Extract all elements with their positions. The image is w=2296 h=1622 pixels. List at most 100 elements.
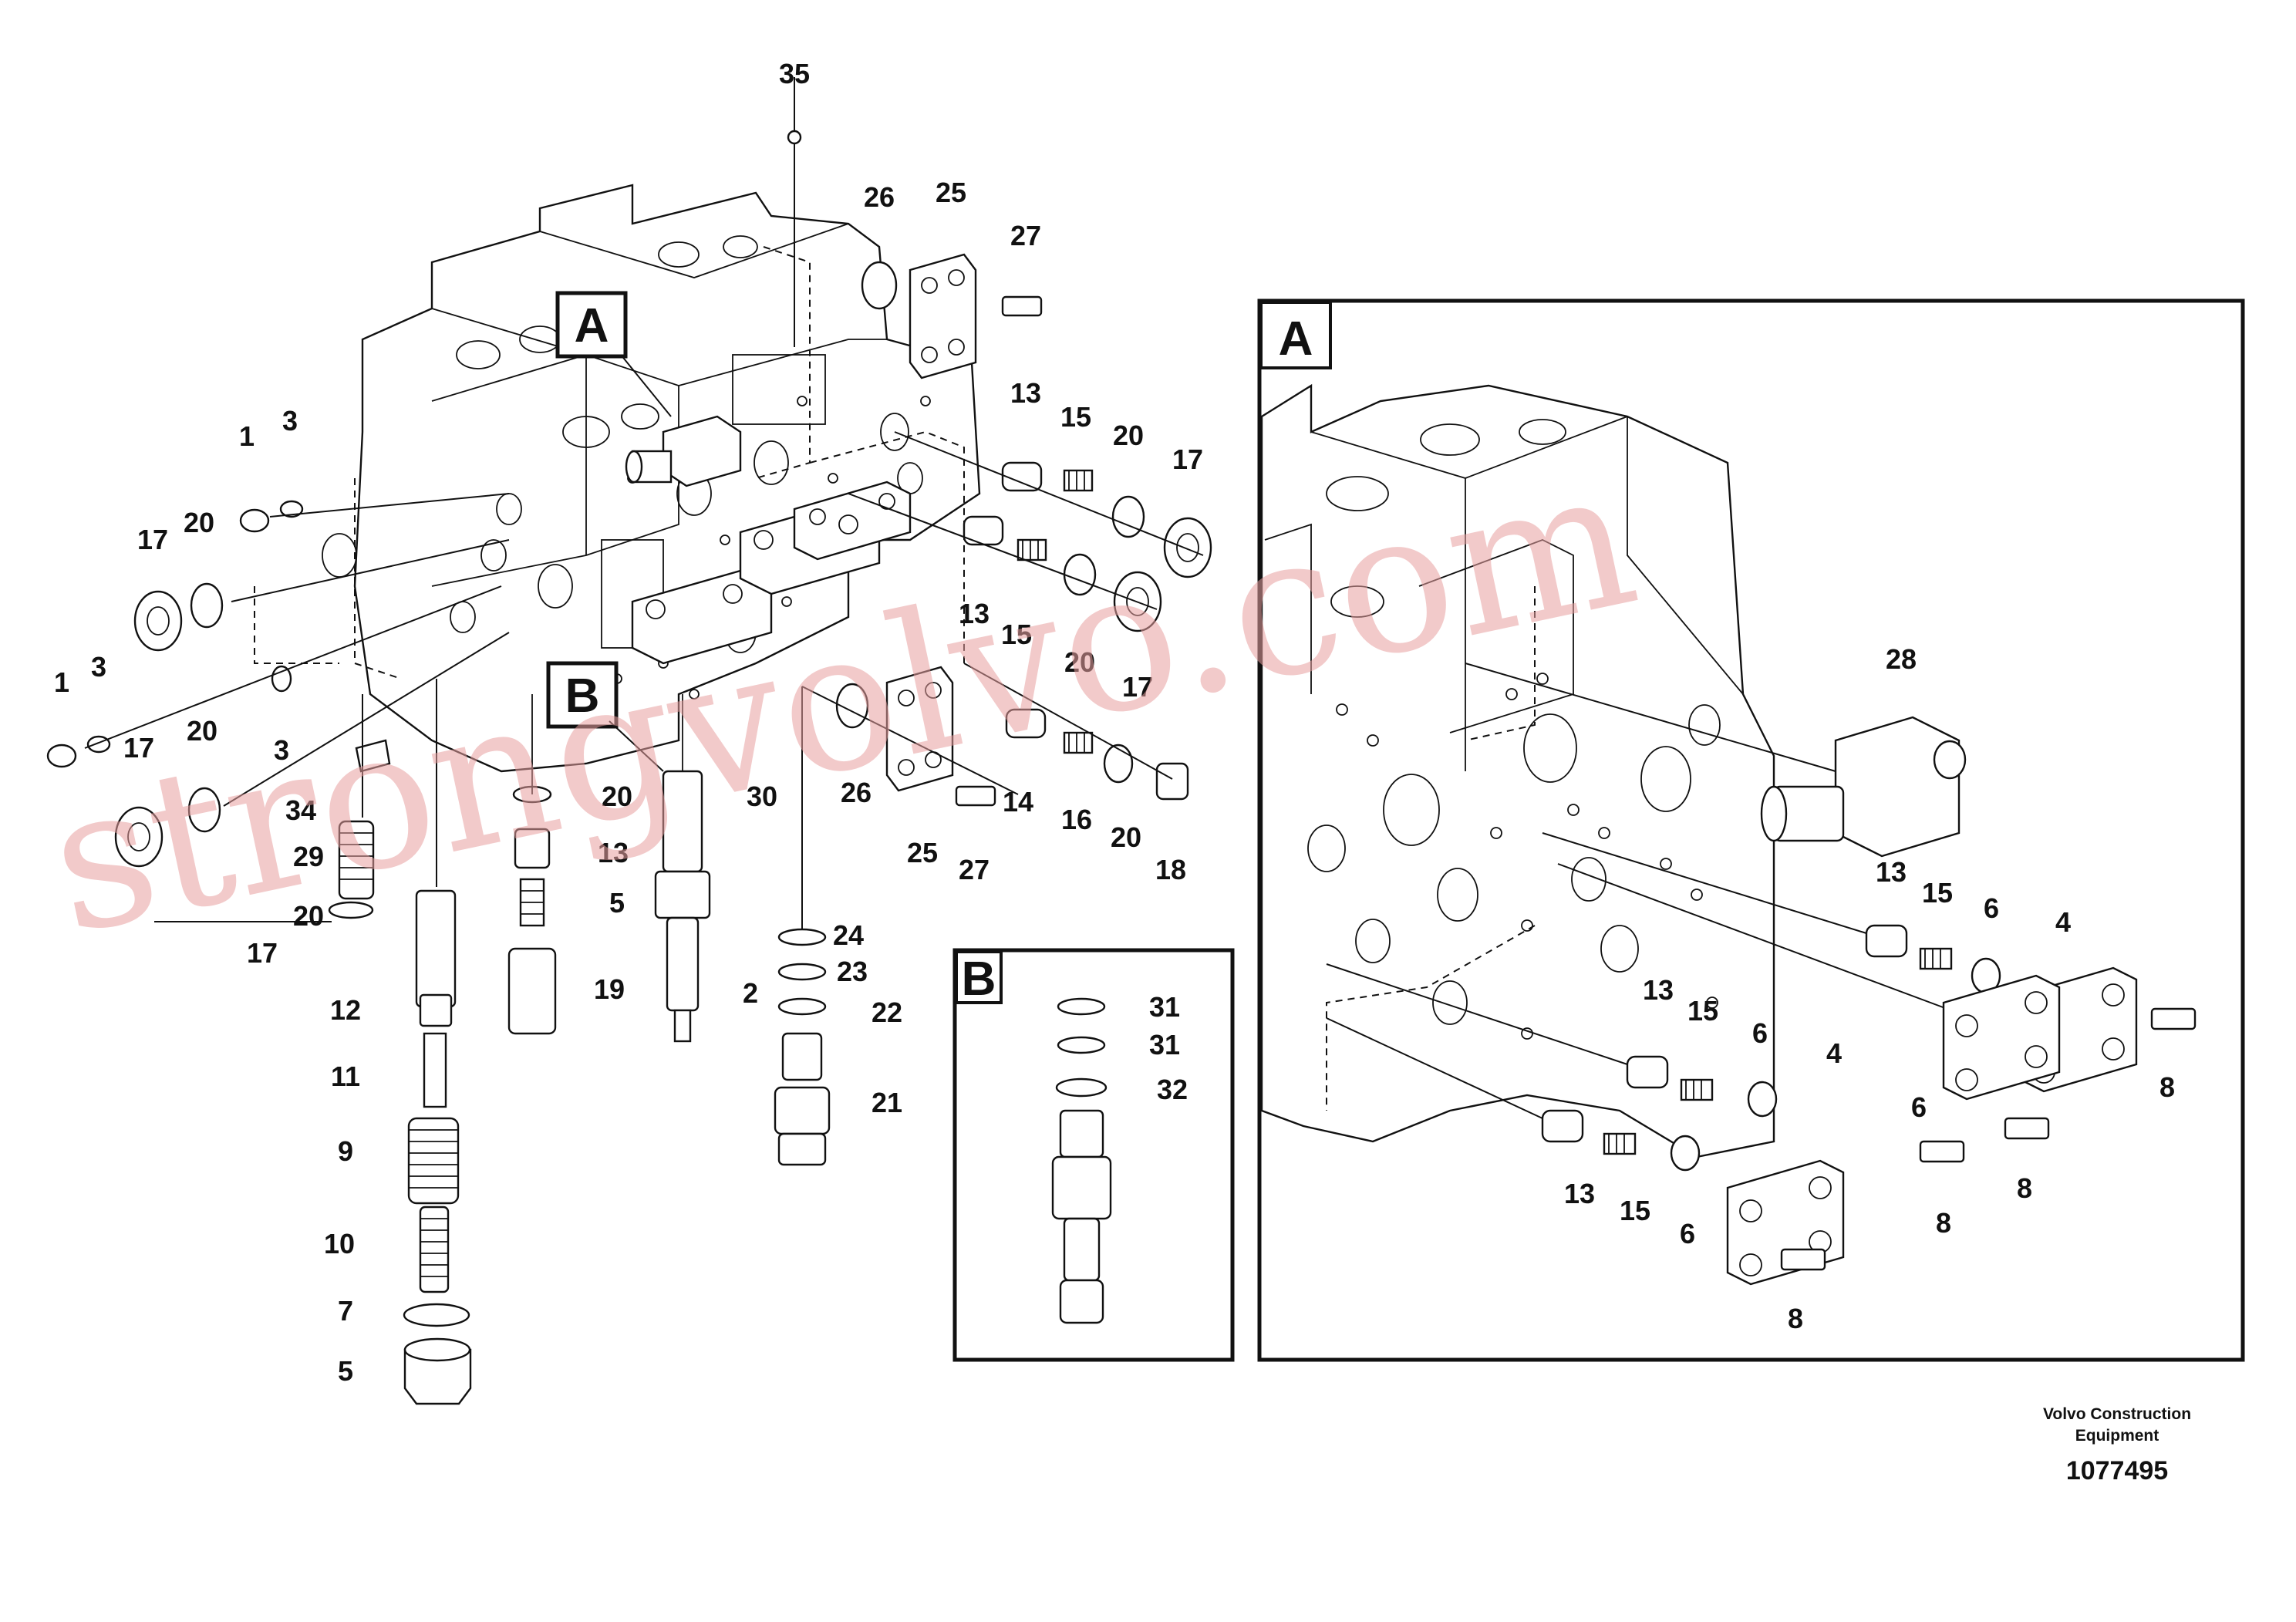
drawing-number: 1077495 bbox=[2066, 1456, 2168, 1485]
middle-parts bbox=[507, 686, 831, 1166]
left-axis-lines bbox=[84, 493, 510, 922]
callout-label: 6 bbox=[1984, 892, 1999, 924]
callout-label: 5 bbox=[609, 887, 625, 919]
detail-b-frame-label: B bbox=[962, 953, 996, 1006]
callout-label: 13 bbox=[1010, 377, 1041, 409]
callout-label: 17 bbox=[1172, 443, 1203, 475]
detail-a-tag bbox=[1259, 301, 1332, 369]
callout-label: 15 bbox=[1620, 1195, 1650, 1226]
callout-label: 20 bbox=[293, 900, 324, 932]
valve-28-on-body bbox=[625, 415, 742, 487]
callout-label: 20 bbox=[187, 715, 217, 747]
callout-label: 13 bbox=[598, 837, 629, 868]
detail-a-marker-leader bbox=[620, 354, 672, 417]
callout-label: 20 bbox=[1111, 821, 1141, 853]
callout-label: 35 bbox=[779, 58, 810, 89]
callout-label: 11 bbox=[331, 1061, 360, 1092]
callout-label: 24 bbox=[833, 919, 864, 951]
callout-label: 20 bbox=[1113, 420, 1144, 451]
detail-a-marker: A bbox=[575, 299, 609, 352]
callout-label: 23 bbox=[837, 956, 868, 987]
callout-label: 32 bbox=[1157, 1074, 1188, 1105]
callout-label: 3 bbox=[274, 734, 289, 766]
callout-label: 26 bbox=[864, 181, 895, 213]
detail-a-body bbox=[1260, 383, 1775, 1158]
dash-body-left bbox=[354, 478, 402, 679]
callout-label: 8 bbox=[1936, 1207, 1951, 1239]
detail-b-parts bbox=[1051, 997, 1112, 1324]
callout-label: 10 bbox=[324, 1228, 355, 1259]
callout-label: 1 bbox=[239, 420, 255, 452]
footer-company-line1: Volvo Construction bbox=[2043, 1405, 2191, 1423]
callout-label: 17 bbox=[247, 937, 278, 969]
callout-label: 17 bbox=[123, 732, 154, 764]
detail-b-marker: B bbox=[565, 669, 600, 723]
callout-label: 17 bbox=[1122, 671, 1153, 703]
callout-label: 8 bbox=[1788, 1303, 1803, 1334]
callout-label: 6 bbox=[1911, 1091, 1927, 1123]
callout-label: 13 bbox=[1876, 856, 1907, 888]
detail-a-parts bbox=[1326, 663, 2197, 1286]
dash-body-right bbox=[809, 430, 965, 663]
detail-b-marker-leader bbox=[609, 720, 664, 772]
callout-label: 16 bbox=[1061, 804, 1092, 835]
callout-label: 13 bbox=[1564, 1178, 1595, 1209]
callout-label: 4 bbox=[2055, 906, 2071, 938]
callout-label: 26 bbox=[841, 777, 872, 808]
callout-label: 27 bbox=[1010, 220, 1041, 251]
callout-label: 13 bbox=[1643, 974, 1674, 1006]
right-parts bbox=[787, 77, 1212, 807]
callout-label: 15 bbox=[1060, 401, 1091, 433]
callout-label: 21 bbox=[872, 1087, 902, 1118]
detail-b-tag bbox=[955, 950, 1003, 1004]
callout-label: 4 bbox=[1826, 1037, 1842, 1069]
callout-label: 3 bbox=[91, 651, 106, 683]
callout-label: 9 bbox=[338, 1135, 353, 1167]
dash-a-lower bbox=[1326, 925, 1536, 1111]
callout-label: 29 bbox=[293, 841, 324, 872]
callout-label: 25 bbox=[907, 837, 938, 868]
callout-label: 12 bbox=[330, 994, 361, 1026]
callout-label: 15 bbox=[1001, 619, 1032, 650]
callout-label: 1 bbox=[54, 666, 69, 698]
callout-label: 20 bbox=[602, 781, 632, 812]
detail-a-frame bbox=[1257, 298, 2245, 1362]
callout-label: 27 bbox=[959, 854, 990, 885]
callouts-detail-a: 28 13 15 6 4 8 13 15 6 4 6 8 13 15 6 8 8 bbox=[1564, 643, 2175, 1334]
detail-b-frame bbox=[952, 948, 1235, 1362]
callout-label: 6 bbox=[1680, 1218, 1695, 1249]
callout-label: 31 bbox=[1149, 991, 1180, 1023]
callout-label: 15 bbox=[1687, 995, 1718, 1027]
callout-label: 15 bbox=[1922, 877, 1953, 909]
callout-label: 17 bbox=[137, 524, 168, 555]
callout-label: 8 bbox=[2017, 1172, 2032, 1204]
callout-label: 13 bbox=[959, 598, 990, 629]
callout-label: 3 bbox=[282, 405, 298, 437]
callout-label: 5 bbox=[338, 1355, 353, 1387]
callout-label: 25 bbox=[936, 177, 966, 208]
callout-label: 20 bbox=[1064, 646, 1095, 678]
dash-detail-a bbox=[755, 246, 811, 479]
callout-label: 28 bbox=[1886, 643, 1917, 675]
callout-label: 7 bbox=[338, 1295, 353, 1327]
callout-label: 2 bbox=[743, 977, 758, 1009]
detail-b-marker-box bbox=[546, 661, 619, 729]
callout-label: 14 bbox=[1003, 786, 1033, 818]
detail-a-frame-label: A bbox=[1279, 312, 1313, 366]
dash-left-ports bbox=[254, 586, 339, 664]
callout-label: 19 bbox=[594, 973, 625, 1005]
callout-label: 31 bbox=[1149, 1029, 1180, 1061]
detail-a-marker-box bbox=[555, 291, 628, 359]
callout-label: 8 bbox=[2159, 1071, 2175, 1103]
dash-a-upper bbox=[1465, 586, 1536, 741]
callouts-detail-b: 31 31 32 bbox=[1149, 991, 1188, 1105]
callout-label: 20 bbox=[184, 507, 214, 538]
left-parts bbox=[46, 500, 472, 1405]
callout-label: 18 bbox=[1155, 854, 1186, 885]
covers-on-body bbox=[631, 481, 912, 665]
callout-label: 22 bbox=[872, 996, 902, 1028]
footer-company-line2: Equipment bbox=[2075, 1427, 2159, 1445]
callout-label: 6 bbox=[1752, 1017, 1768, 1049]
